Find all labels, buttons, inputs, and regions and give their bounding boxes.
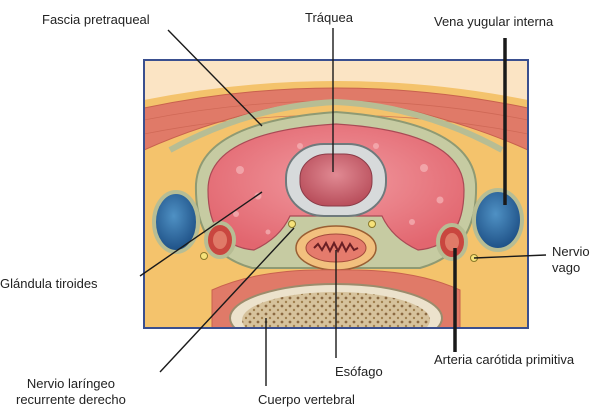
internal-jugular-vein-left bbox=[154, 192, 198, 252]
label-traquea: Tráquea bbox=[305, 10, 353, 26]
label-nervio-vago: Nervio vago bbox=[552, 244, 590, 276]
label-fascia-pretraqueal: Fascia pretraqueal bbox=[42, 12, 150, 28]
recurrent-laryngeal-nerve-left bbox=[369, 221, 376, 228]
trachea-lumen bbox=[300, 154, 372, 206]
label-arteria-carotida-primitiva: Arteria carótida primitiva bbox=[434, 352, 574, 368]
label-cuerpo-vertebral: Cuerpo vertebral bbox=[258, 392, 355, 408]
recurrent-laryngeal-nerve-right bbox=[289, 221, 296, 228]
label-esofago: Esófago bbox=[335, 364, 383, 380]
label-glandula-tiroides: Glándula tiroides bbox=[0, 276, 98, 292]
internal-jugular-vein-right bbox=[474, 190, 522, 250]
label-vena-yugular-interna: Vena yugular interna bbox=[434, 14, 553, 30]
label-nervio-laringeo: Nervio laríngeo recurrente derecho bbox=[16, 376, 126, 408]
vagus-nerve-left bbox=[201, 253, 208, 260]
